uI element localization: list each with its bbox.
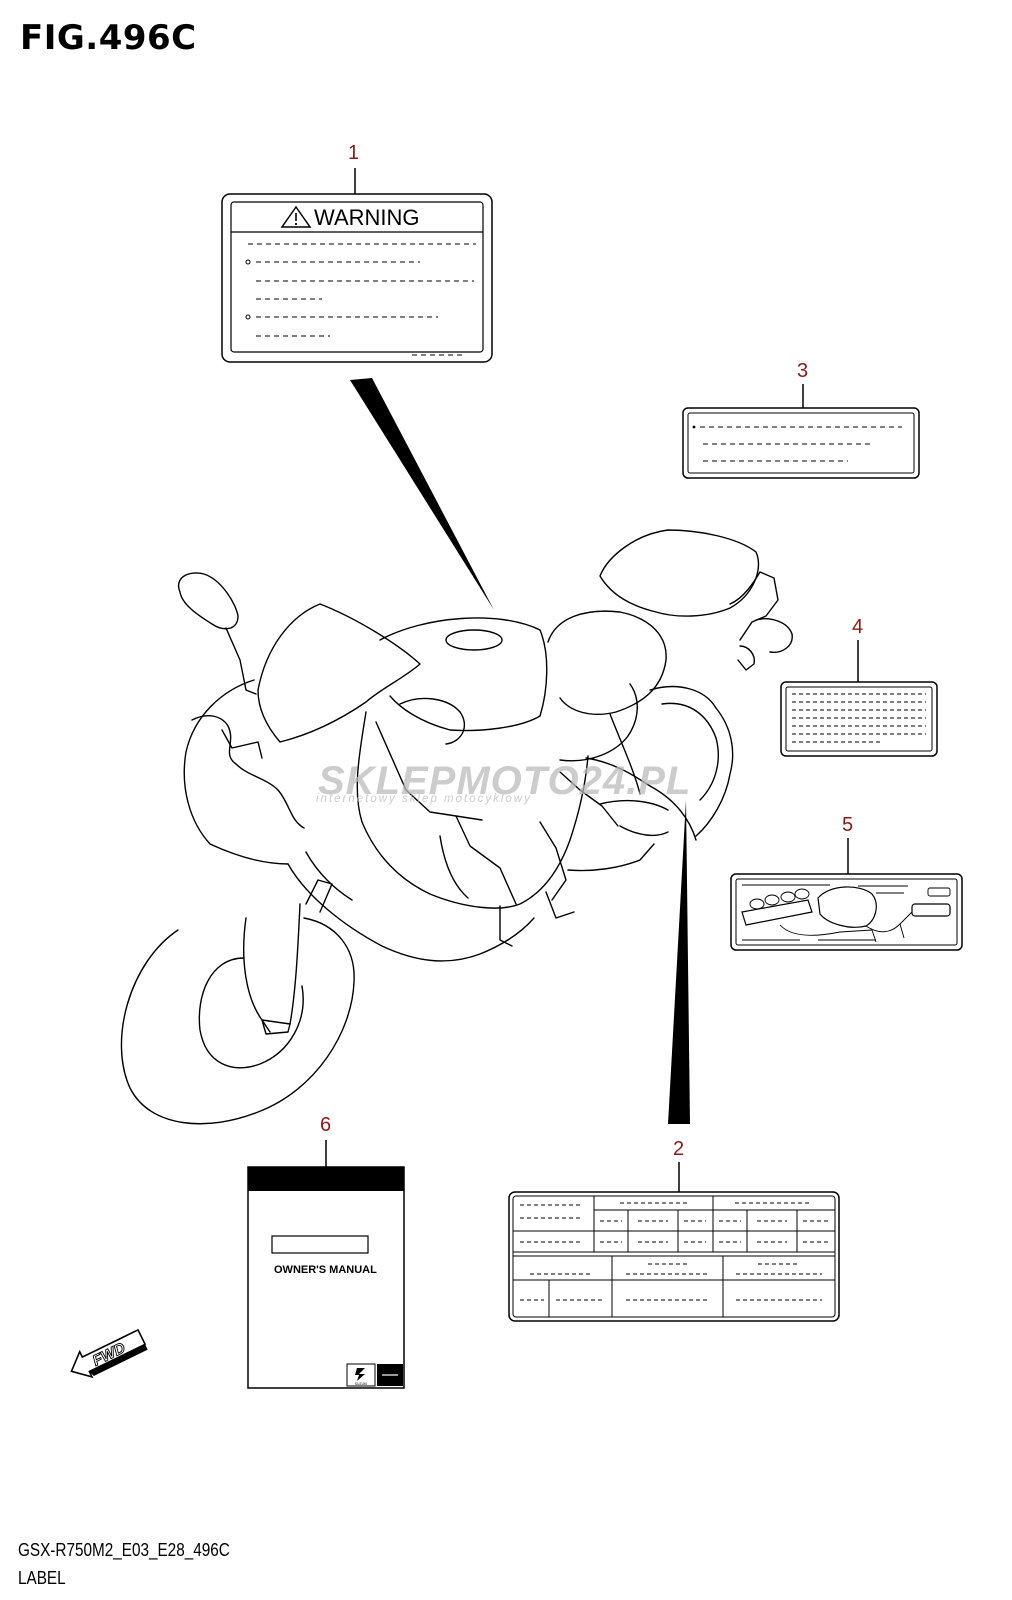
pointer-label-1: [350, 378, 494, 610]
pointer-label-2: [668, 800, 690, 1124]
manual-title: OWNER'S MANUAL: [274, 1264, 377, 1276]
label-6-owners-manual: OWNER'S MANUAL SUZUKI: [247, 1140, 405, 1389]
figure-title: FIG.496C: [20, 18, 197, 58]
motorcycle-outline: [120, 529, 793, 1125]
suzuki-logo-icon: SUZUKI: [346, 1363, 376, 1387]
warning-heading: WARNING: [314, 205, 420, 230]
watermark: SKLEPMOTO24.PL internetowy sklep motocyk…: [316, 759, 691, 805]
label-2-table: [508, 1162, 840, 1322]
callout-3[interactable]: 3: [797, 360, 809, 382]
callout-1[interactable]: 1: [348, 142, 360, 164]
label-1-warning: WARNING: [221, 168, 493, 363]
callout-2[interactable]: 2: [673, 1138, 685, 1160]
watermark-brand: SKLEPMOTO24.PL: [318, 759, 691, 803]
label-5: [730, 838, 963, 951]
fwd-arrow-icon: FWD: [70, 1328, 148, 1379]
section-label: LABEL: [18, 1568, 66, 1588]
callout-4[interactable]: 4: [852, 616, 864, 638]
callout-5[interactable]: 5: [842, 814, 854, 836]
callout-6[interactable]: 6: [320, 1114, 332, 1136]
label-3: [682, 384, 920, 479]
watermark-tagline: internetowy sklep motocyklowy: [316, 793, 532, 805]
model-code: GSX-R750M2_E03_E28_496C: [18, 1540, 230, 1560]
manual-brand: SUZUKI: [355, 1382, 367, 1386]
label-4: [780, 640, 938, 757]
warning-triangle-icon: [280, 205, 312, 228]
